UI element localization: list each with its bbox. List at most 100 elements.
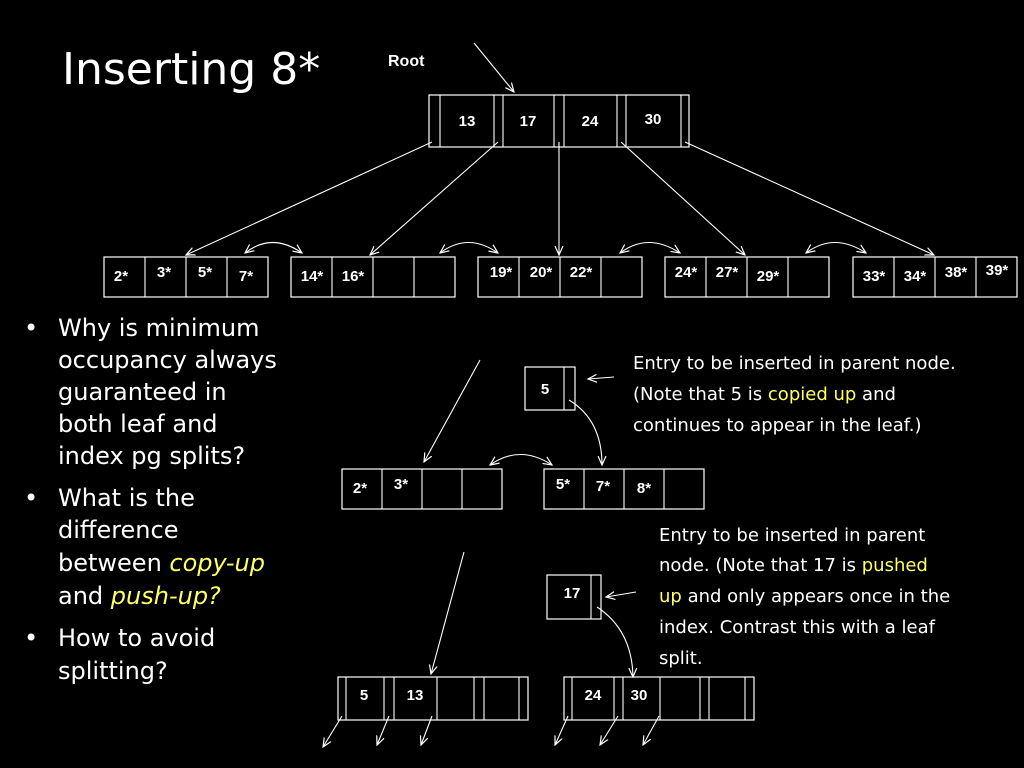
bullet-line: and push-up?	[58, 582, 221, 610]
note-line: index. Contrast this with a leaf	[659, 617, 936, 638]
svg-text:•: •	[24, 314, 38, 342]
child-pointer-arrow	[596, 606, 633, 677]
bullet-list: • Why is minimum occupancy always guaran…	[24, 314, 277, 685]
bullet-line: Why is minimum	[58, 314, 259, 342]
leaf-entry: 3*	[394, 476, 408, 493]
leaf-entry: 19*	[490, 264, 513, 281]
index-child-pointer	[555, 715, 569, 745]
root-key: 17	[520, 113, 537, 130]
bullet-line: difference	[58, 516, 178, 544]
bullet-line: How to avoid	[58, 624, 215, 652]
svg-text:•: •	[24, 624, 38, 652]
leaf-entry: 5*	[556, 476, 570, 493]
leaf-entry: 22*	[570, 264, 593, 281]
note-line: split.	[659, 648, 703, 669]
leaf-split-note: Entry to be inserted in parent node. (No…	[633, 353, 956, 436]
leaf-entry: 29*	[757, 268, 780, 285]
split-right-index-node: 24 30	[563, 676, 755, 721]
note-text: and only appears once in the	[682, 586, 950, 607]
leaf-node: 33* 34* 38* 39*	[852, 256, 1018, 298]
bullet-line: guaranteed in	[58, 378, 227, 406]
leaf-entry: 38*	[945, 264, 968, 281]
leaf-entry: 7*	[239, 268, 253, 285]
bullet-line: splitting?	[58, 657, 168, 685]
leaf-node: 19* 20* 22*	[477, 256, 643, 298]
root-node: 13 17 24 30	[428, 94, 690, 148]
sibling-link-arrow	[806, 242, 866, 254]
bullet-line: index pg splits?	[58, 442, 245, 470]
slide-title: Inserting 8*	[62, 44, 320, 95]
root-key: 24	[582, 113, 599, 130]
leaf-node: 24* 27* 29*	[664, 256, 830, 298]
index-child-pointer	[421, 715, 433, 745]
leaf-node: 2* 3* 5* 7*	[103, 256, 269, 298]
leaf-entry: 8*	[637, 480, 651, 497]
copied-up-highlight: copied up	[768, 384, 856, 405]
leaf-entry: 3*	[157, 264, 171, 281]
root-pointer-arrow	[473, 42, 514, 92]
bullet-line: occupancy always	[58, 346, 277, 374]
split-right-leaf: 5* 7* 8*	[543, 468, 705, 510]
leaf-node: 14* 16*	[290, 256, 456, 298]
note-line: Entry to be inserted in parent	[659, 525, 925, 546]
leaf-entry: 34*	[904, 268, 927, 285]
leaf-entry: 39*	[986, 262, 1009, 279]
note-line: up and only appears once in the	[659, 586, 950, 607]
bullet-line: between copy-up	[58, 549, 265, 577]
note-line: node. (Note that 17 is pushed	[659, 555, 928, 576]
leaf-entry: 2*	[114, 268, 128, 285]
bullet-line: both leaf and	[58, 410, 218, 438]
pushed-up-entry-node: 17	[546, 574, 602, 620]
bullet-text: and	[58, 582, 111, 610]
bullet-text: between	[58, 549, 169, 577]
up-highlight: up	[659, 586, 682, 607]
index-key: 5	[360, 687, 368, 704]
index-child-pointer	[377, 715, 390, 745]
leaf-entry: 14*	[301, 268, 324, 285]
leaf-entry: 20*	[530, 264, 553, 281]
leaf-entry: 24*	[675, 264, 698, 281]
index-split-note: Entry to be inserted in parent node. (No…	[659, 525, 950, 669]
note-pointer-arrow	[588, 377, 615, 379]
incoming-pointer-arrow	[431, 551, 465, 674]
split-left-leaf: 2* 3*	[341, 468, 503, 510]
sibling-link-arrow	[620, 242, 680, 254]
root-label: Root	[388, 53, 425, 70]
index-child-pointer	[323, 715, 343, 747]
sibling-link-arrow	[490, 454, 552, 466]
sibling-link-arrow	[245, 242, 302, 254]
bullet-line: What is the	[58, 484, 195, 512]
leaf-entry: 7*	[596, 478, 610, 495]
index-key: 30	[631, 687, 648, 704]
leaf-entry: 27*	[716, 264, 739, 281]
note-text: and	[856, 384, 896, 405]
index-key: 24	[585, 687, 602, 704]
root-child-pointer	[684, 141, 934, 255]
root-child-pointer	[620, 141, 745, 255]
note-line: Entry to be inserted in parent node.	[633, 353, 956, 374]
root-key: 30	[645, 111, 662, 128]
index-child-pointer	[643, 715, 660, 745]
note-line: continues to appear in the leaf.)	[633, 415, 922, 436]
index-key: 13	[407, 687, 424, 704]
leaf-entry: 16*	[342, 268, 365, 285]
incoming-pointer-arrow	[424, 359, 481, 462]
leaf-entry: 2*	[353, 480, 367, 497]
child-pointer-arrow	[568, 399, 602, 465]
sibling-link-arrow	[440, 242, 498, 254]
leaf-entry: 33*	[863, 268, 886, 285]
note-line: (Note that 5 is copied up and	[633, 384, 896, 405]
note-text: node. (Note that 17 is	[659, 555, 862, 576]
root-key: 13	[459, 113, 476, 130]
leaf-entry: 5*	[198, 264, 212, 281]
root-child-pointer	[186, 141, 433, 255]
root-child-pointer	[370, 141, 499, 255]
pushed-up-key: 17	[564, 585, 581, 602]
split-left-index-node: 5 13	[337, 676, 529, 721]
copied-up-entry-node: 5	[524, 366, 576, 411]
note-pointer-arrow	[606, 592, 637, 597]
copy-up-term: copy-up	[169, 549, 265, 577]
pushed-highlight: pushed	[862, 555, 928, 576]
svg-text:•: •	[24, 484, 38, 512]
